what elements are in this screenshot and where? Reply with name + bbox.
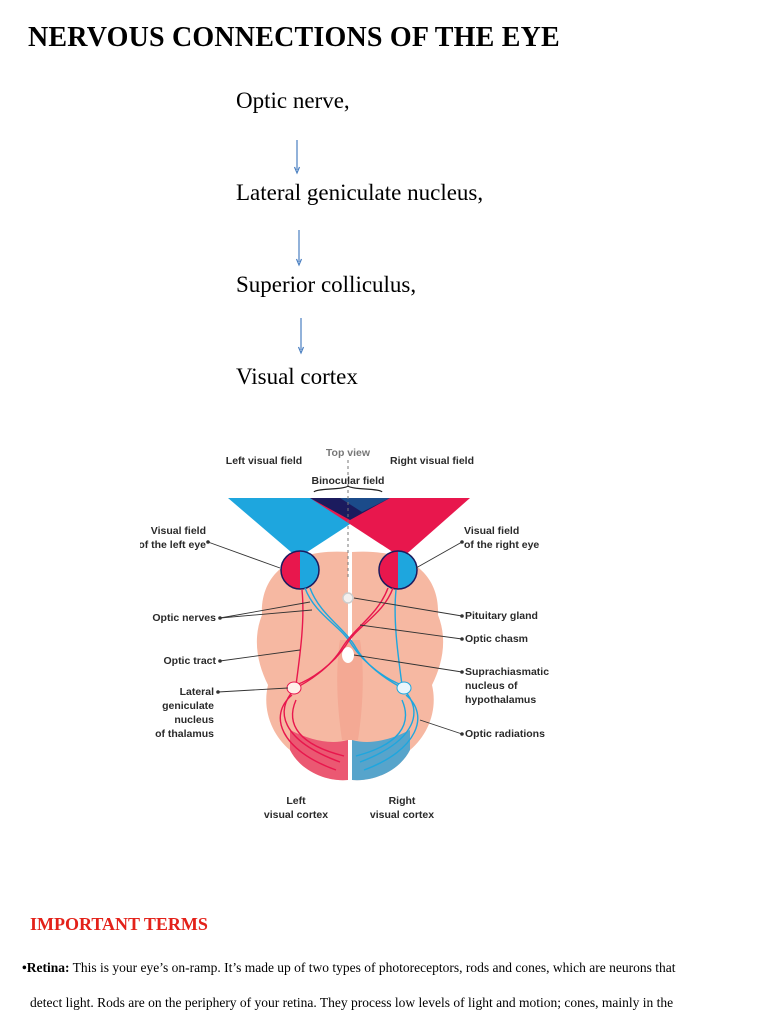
page-title: NERVOUS CONNECTIONS OF THE EYE — [28, 22, 560, 53]
visual-field-triangles — [228, 498, 470, 558]
retina-definition: This is your eye’s on-ramp. It’s made up… — [69, 960, 676, 975]
retina-paragraph-line-1: •Retina: This is your eye’s on-ramp. It’… — [22, 960, 742, 976]
label-pituitary-gland: Pituitary gland — [465, 610, 538, 622]
label-right-visual-cortex-1: Right — [389, 795, 416, 807]
right-eye — [378, 550, 418, 590]
label-suprachiasmatic-1: Suprachiasmatic — [465, 666, 549, 678]
down-arrow-icon — [295, 230, 303, 267]
label-optic-tract: Optic tract — [163, 655, 216, 667]
left-eye — [280, 550, 320, 590]
important-terms-heading: IMPORTANT TERMS — [30, 914, 208, 934]
down-arrow-icon — [297, 318, 305, 355]
visual-pathway-diagram: Top view Left visual field Right visual … — [140, 447, 549, 821]
label-visual-field-left-eye-1: Visual field — [151, 525, 206, 537]
label-suprachiasmatic-2: nucleus of — [465, 680, 518, 692]
label-visual-field-right-eye-1: Visual field — [464, 525, 519, 537]
optic-pathways — [279, 460, 419, 771]
label-lgn-2: geniculate — [162, 700, 214, 712]
pathway-step-lgn: Lateral geniculate nucleus, — [236, 180, 484, 205]
brain-outline — [256, 551, 444, 781]
label-optic-nerves: Optic nerves — [152, 612, 216, 624]
retina-term: •Retina: — [22, 960, 70, 975]
label-left-visual-field: Left visual field — [226, 455, 302, 467]
label-optic-radiations: Optic radiations — [465, 728, 545, 740]
label-right-visual-cortex-2: visual cortex — [370, 809, 434, 821]
label-lgn-4: of thalamus — [155, 728, 214, 740]
down-arrow-icon — [293, 140, 301, 175]
label-lgn-1: Lateral — [180, 686, 215, 698]
label-visual-field-right-eye-2: of the right eye — [464, 539, 539, 551]
pathway-step-optic-nerve: Optic nerve, — [236, 88, 350, 113]
retina-paragraph-line-2: detect light. Rods are on the periphery … — [30, 995, 674, 1010]
label-binocular-field: Binocular field — [312, 475, 385, 487]
label-left-visual-cortex-1: Left — [286, 795, 306, 807]
pathway-step-visual-cortex: Visual cortex — [236, 364, 358, 389]
label-left-visual-cortex-2: visual cortex — [264, 809, 328, 821]
label-suprachiasmatic-3: hypothalamus — [465, 694, 536, 706]
label-top-view: Top view — [326, 447, 371, 459]
label-lgn-3: nucleus — [174, 714, 214, 726]
label-optic-chasm: Optic chasm — [465, 633, 528, 645]
leader-lines — [207, 541, 463, 735]
label-visual-field-left-eye-2: of the left eye — [140, 539, 206, 551]
pathway-step-superior-colliculus: Superior colliculus, — [236, 272, 417, 297]
label-right-visual-field: Right visual field — [390, 455, 474, 467]
